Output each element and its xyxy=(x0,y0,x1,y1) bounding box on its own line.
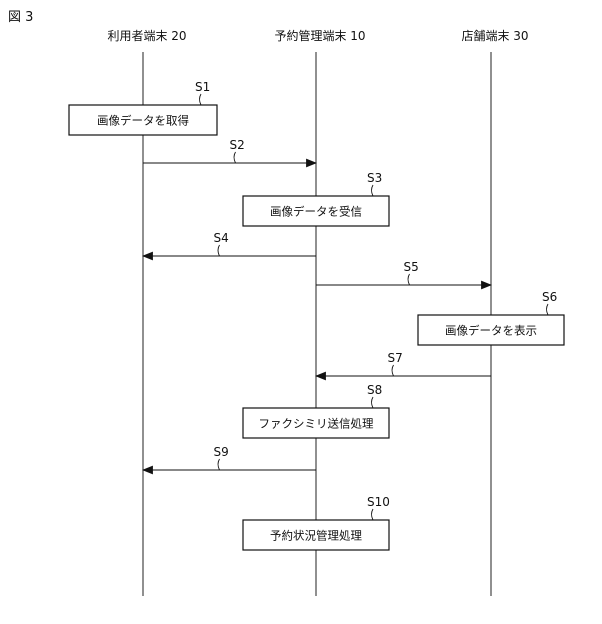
process-label-s1: 画像データを取得 xyxy=(97,114,189,128)
step-leader-s4 xyxy=(218,245,220,256)
step-leader-s8 xyxy=(372,397,374,408)
step-id-s5: S5 xyxy=(404,260,419,274)
step-id-s8: S8 xyxy=(367,383,382,397)
step-id-s9: S9 xyxy=(214,445,229,459)
step-leader-s9 xyxy=(218,459,220,470)
step-id-s1: S1 xyxy=(195,80,210,94)
step-leader-s10 xyxy=(372,509,374,520)
process-label-s10: 予約状況管理処理 xyxy=(270,529,362,543)
process-label-s8: ファクシミリ送信処理 xyxy=(259,417,374,431)
step-id-s2: S2 xyxy=(230,138,245,152)
process-label-s3: 画像データを受信 xyxy=(270,205,362,219)
step-leader-s1 xyxy=(200,94,202,105)
step-id-s3: S3 xyxy=(367,171,382,185)
participant-label-store: 店舗端末 30 xyxy=(461,29,528,43)
step-leader-s2 xyxy=(234,152,236,163)
step-leader-s6 xyxy=(547,304,549,315)
process-label-s6: 画像データを表示 xyxy=(445,324,537,338)
step-id-s6: S6 xyxy=(542,290,557,304)
step-leader-s3 xyxy=(372,185,374,196)
step-leader-s7 xyxy=(392,365,394,376)
step-leader-s5 xyxy=(408,274,410,285)
participant-label-user: 利用者端末 20 xyxy=(107,29,186,43)
step-id-s10: S10 xyxy=(367,495,390,509)
participant-label-mgmt: 予約管理端末 10 xyxy=(274,28,365,43)
step-id-s4: S4 xyxy=(214,231,229,245)
step-id-s7: S7 xyxy=(388,351,403,365)
